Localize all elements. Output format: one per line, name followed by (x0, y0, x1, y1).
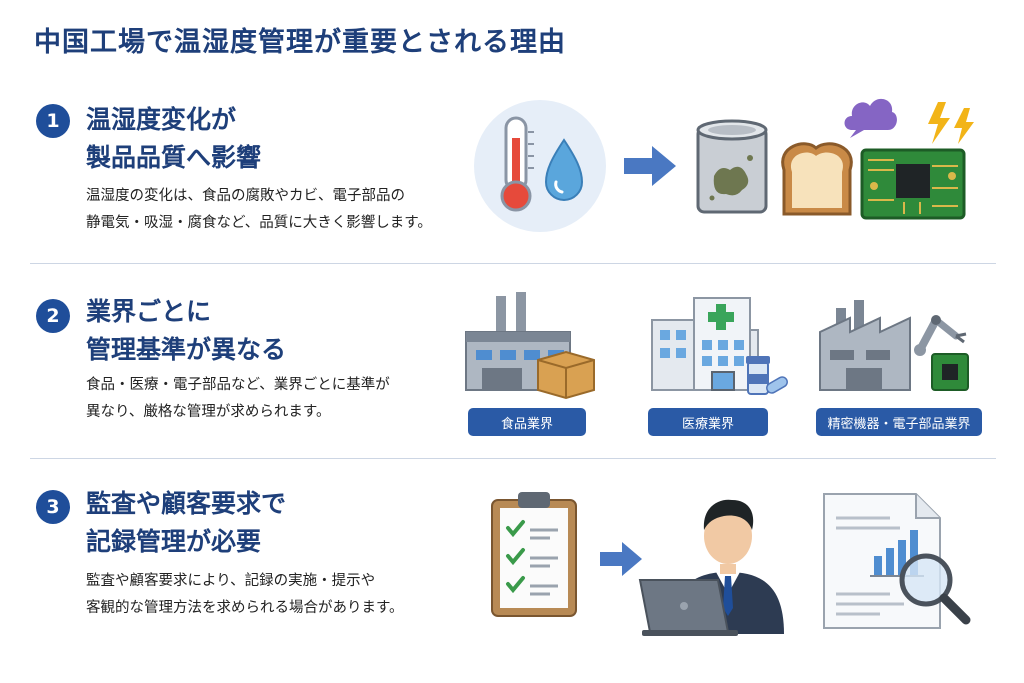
medicine-bottle-icon (746, 356, 770, 395)
section-heading-line1: 業界ごとに (86, 297, 212, 326)
section-description-line2: 異なり、厳格な管理が求められます。 (86, 404, 331, 420)
moldy-can-icon (696, 119, 768, 214)
clipboard-checklist-icon (491, 492, 577, 617)
chip-icon (931, 353, 969, 391)
magnifier-icon (899, 553, 971, 625)
robot-arm-icon (914, 315, 967, 356)
section-number-badge: 1 (36, 104, 70, 138)
section-heading-line2: 記録管理が必要 (86, 527, 262, 556)
page-title: 中国工場で温湿度管理が重要とされる理由 (34, 27, 566, 58)
lightning-icon (928, 102, 974, 144)
hospital-icon (651, 297, 788, 395)
section-heading-line2: 管理基準が異なる (86, 335, 287, 364)
thermometer-drop-illustration (474, 100, 606, 232)
section-heading-line1: 監査や顧客要求で (86, 489, 287, 518)
section-description-line1: 温湿度の変化は、食品の腐敗やカビ、電子部品の (86, 188, 405, 204)
bread-icon (781, 142, 853, 216)
section-divider (30, 263, 996, 264)
arrow-right-icon (624, 146, 676, 186)
section-heading-line2: 製品品質へ影響 (86, 143, 262, 172)
section-number-badge: 2 (36, 299, 70, 333)
electronics-factory-icon (819, 300, 969, 391)
section-description-line1: 監査や顧客要求により、記録の実施・提示や (86, 573, 376, 589)
food-factory-icon (465, 292, 595, 400)
industry-tag-electronics: 精密機器・電子部品業界 (816, 408, 982, 436)
arrow-right-icon (600, 542, 642, 576)
industry-tag-food: 食品業界 (468, 408, 586, 436)
section-description-line2: 客観的な管理方法を求められる場合があります。 (86, 600, 404, 616)
section-divider (30, 458, 996, 459)
capsule-icon (766, 376, 788, 394)
section-description-line2: 静電気・吸湿・腐食など、品質に大きく影響します。 (86, 215, 432, 231)
cardboard-box-icon (537, 350, 595, 400)
smoke-cloud-icon (844, 98, 897, 138)
industry-tag-medical: 医療業界 (648, 408, 768, 436)
report-magnifier-icon (823, 493, 971, 629)
section-number-badge: 3 (36, 490, 70, 524)
section-heading-line1: 温湿度変化が (86, 105, 237, 134)
circuit-board-icon (860, 148, 966, 220)
laptop-icon (638, 579, 738, 636)
section-description-line1: 食品・医療・電子部品など、業界ごとに基準が (86, 377, 390, 393)
thermometer-icon (500, 116, 534, 212)
businessman-laptop-icon (638, 499, 784, 636)
water-drop-icon (544, 138, 584, 201)
bar-chart-icon (874, 530, 918, 576)
